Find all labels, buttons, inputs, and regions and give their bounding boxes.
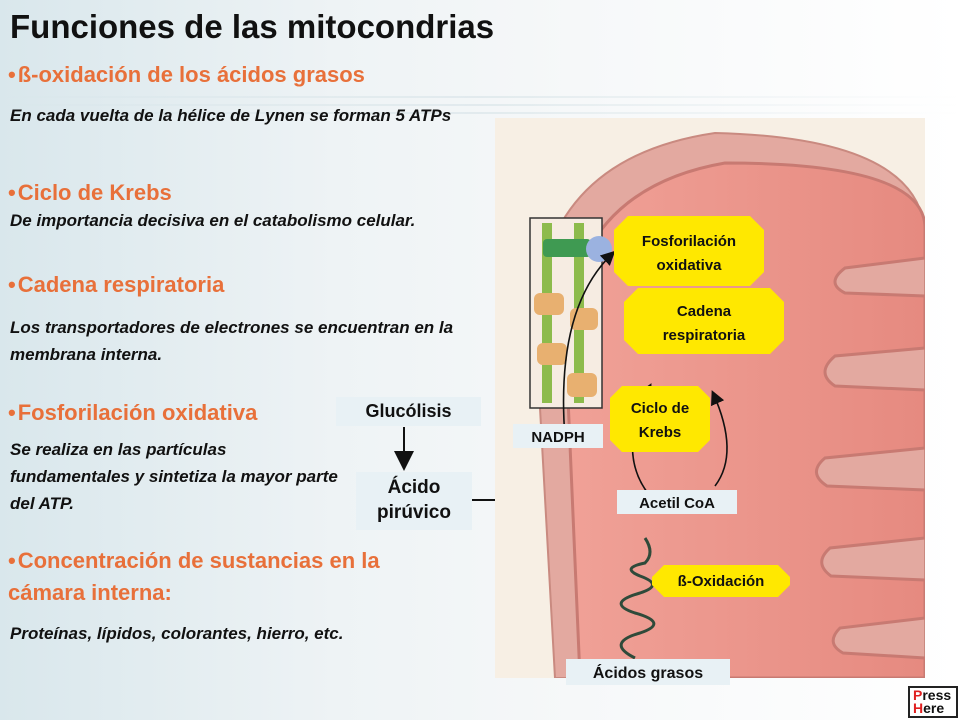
node-cadena-line1: Cadena (677, 303, 732, 320)
text-krebs: De importancia decisiva en el catabolism… (10, 211, 416, 230)
acido-piruvico-label: Ácido pirúvico (356, 472, 472, 530)
background-stripe (0, 112, 960, 114)
page-title: Funciones de las mitocondrias (10, 8, 495, 45)
node-ciclo-line2: Krebs (639, 424, 682, 441)
node-ciclo-line1: Ciclo de (631, 400, 689, 417)
krebs-arrow-right (711, 390, 728, 487)
text-fosforilacion: Se realiza en las partículas fundamental… (10, 440, 338, 513)
heading-fosforilacion: •Fosforilación oxidativa (8, 400, 258, 425)
glucolisis-label: Glucólisis (336, 397, 481, 426)
background-stripe (0, 96, 960, 98)
heading-concentracion: •Concentración de sustancias en la cámar… (8, 548, 380, 605)
heading-cadena: •Cadena respiratoria (8, 272, 225, 297)
text-concentracion: Proteínas, lípidos, colorantes, hierro, … (10, 624, 344, 643)
node-fosforilacion-line2: oxidativa (656, 257, 722, 274)
node-b-oxidacion-label: ß-Oxidación (678, 573, 765, 590)
node-fosforilacion (614, 216, 764, 286)
acetil-coa-label: Acetil CoA (639, 495, 715, 512)
acidos-grasos-label: Ácidos grasos (593, 663, 703, 682)
background-stripe (0, 104, 960, 106)
press-here-button[interactable]: Press Here (908, 686, 958, 718)
node-cadena (624, 288, 784, 354)
transporter-b (570, 308, 598, 330)
transporter-d (567, 373, 597, 397)
heading-beta-oxidation: •ß-oxidación de los ácidos grasos (8, 62, 365, 87)
node-b-oxidacion (652, 565, 790, 597)
node-ciclo (610, 386, 710, 452)
nadph-box (513, 424, 603, 448)
node-cadena-line2: respiratoria (663, 327, 746, 344)
nadph-label: NADPH (531, 429, 584, 446)
atp-synthase-stalk (543, 239, 591, 257)
acetil-coa-box (617, 490, 737, 514)
heading-krebs: •Ciclo de Krebs (8, 180, 172, 205)
text-beta-oxidation: En cada vuelta de la hélice de Lynen se … (10, 106, 452, 125)
transporter-c (537, 343, 567, 365)
nadph-arrow (562, 250, 616, 439)
text-cadena: Los transportadores de electrones se enc… (10, 318, 454, 364)
acidos-grasos-box (566, 659, 730, 685)
lynen-helix (619, 537, 656, 660)
transporter-a (534, 293, 564, 315)
node-fosforilacion-line1: Fosforilación (642, 233, 736, 250)
